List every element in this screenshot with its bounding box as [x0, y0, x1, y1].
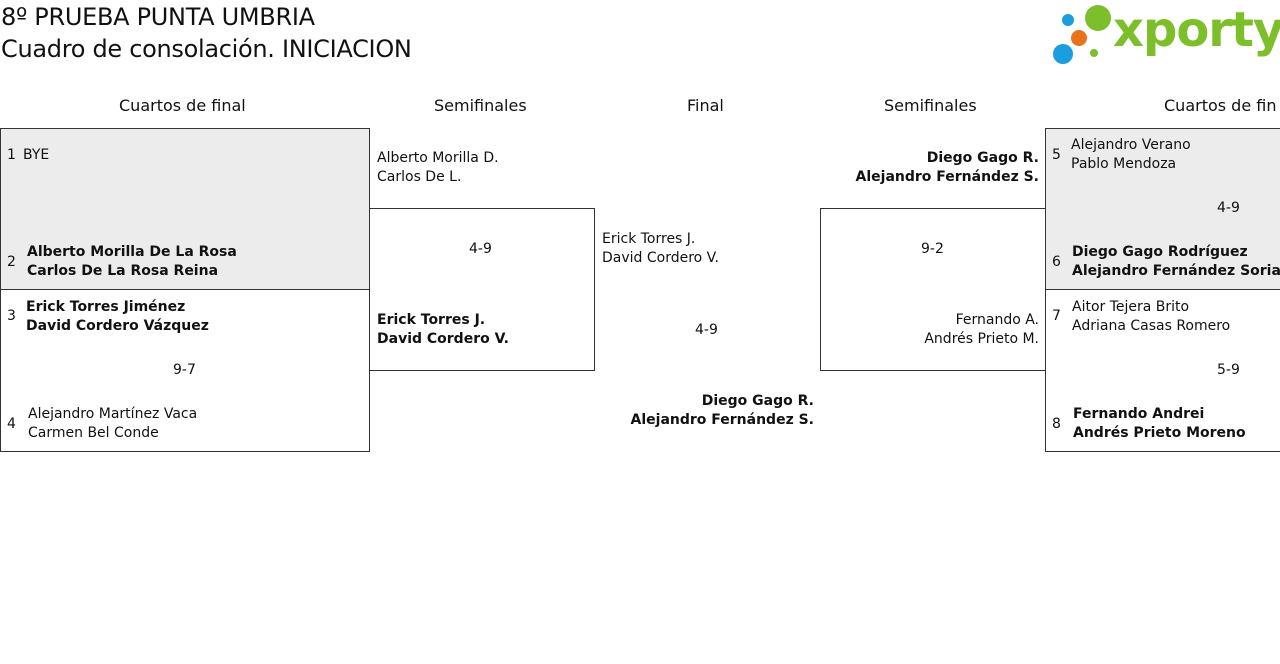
match-score: 9-7 [173, 362, 196, 378]
player-name: Pablo Mendoza [1071, 156, 1177, 172]
match-score: 9-2 [921, 241, 944, 257]
player-name: BYE [23, 147, 50, 163]
team-entry-winner: Fernando Andrei Andrés Prieto Moreno [1073, 405, 1246, 443]
player-name: Diego Gago R. [701, 393, 814, 409]
player-name: Diego Gago Rodríguez [1072, 244, 1248, 260]
heading-final: Final [687, 96, 724, 115]
xporty-logo-text: xporty [1113, 2, 1280, 58]
player-name: David Cordero V. [377, 331, 509, 347]
player-name: Carlos De La Rosa Reina [27, 263, 219, 279]
seed-number: 4 [7, 416, 16, 432]
player-name: Erick Torres J. [377, 312, 486, 328]
team-entry-winner: Erick Torres Jiménez David Cordero Vázqu… [26, 298, 209, 336]
player-name: Erick Torres J. [602, 231, 696, 247]
champion-team: Diego Gago R. Alejandro Fernández S. [620, 392, 814, 430]
player-name: David Cordero Vázquez [26, 318, 209, 334]
heading-left-quarterfinals: Cuartos de final [119, 96, 246, 115]
team-entry: Alberto Morilla D. Carlos De L. [377, 149, 499, 187]
seed-number: 1 [7, 147, 16, 163]
player-name: Fernando Andrei [1073, 406, 1205, 422]
player-name: Andrés Prieto M. [924, 331, 1039, 347]
seed-number: 6 [1052, 254, 1061, 270]
team-entry: Alejandro Martínez Vaca Carmen Bel Conde [28, 405, 197, 443]
player-name: Alejandro Verano [1071, 137, 1191, 153]
player-name: Carmen Bel Conde [28, 425, 159, 441]
player-name: Fernando A. [955, 312, 1039, 328]
team-entry-winner: Diego Gago Rodríguez Alejandro Fernández… [1072, 243, 1280, 281]
match-score: 5-9 [1217, 362, 1240, 378]
team-entry-winner: Erick Torres J. David Cordero V. [377, 311, 509, 349]
team-entry: Fernando A. Andrés Prieto M. [820, 311, 1039, 349]
player-name: Alberto Morilla D. [377, 150, 499, 166]
left-qf-match-1 [0, 128, 370, 290]
player-name: Alejandro Fernández S. [630, 412, 814, 428]
player-name: Diego Gago R. [926, 150, 1039, 166]
player-name: David Cordero V. [602, 250, 719, 266]
player-name: Carlos De L. [377, 169, 462, 185]
xporty-logo-icon [1053, 5, 1111, 64]
team-entry-winner: Alberto Morilla De La Rosa Carlos De La … [27, 243, 237, 281]
seed-number: 3 [7, 308, 16, 324]
player-name: Adriana Casas Romero [1072, 318, 1231, 334]
player-name: Alejandro Fernández Soria [1072, 263, 1280, 279]
team-entry: Alejandro Verano Pablo Mendoza [1071, 136, 1191, 174]
match-score: 4-9 [469, 241, 492, 257]
tournament-title: 8º PRUEBA PUNTA UMBRIA [1, 3, 315, 31]
player-name: Alejandro Martínez Vaca [28, 406, 198, 422]
right-sf-match [820, 208, 1046, 371]
seed-number: 7 [1052, 308, 1061, 324]
seed-number: 8 [1052, 416, 1061, 432]
right-qf-match-1 [1045, 128, 1280, 290]
draw-subtitle: Cuadro de consolación. INICIACION [1, 35, 412, 63]
player-name: Aitor Tejera Brito [1072, 299, 1190, 315]
heading-right-quarterfinals: Cuartos de fin [1164, 96, 1277, 115]
player-name: Alejandro Fernández S. [855, 169, 1039, 185]
seed-number: 5 [1052, 147, 1061, 163]
team-entry: Aitor Tejera Brito Adriana Casas Romero [1072, 298, 1230, 336]
left-sf-match [369, 208, 595, 371]
player-name: Andrés Prieto Moreno [1073, 425, 1246, 441]
match-score: 4-9 [1217, 200, 1240, 216]
player-name: Erick Torres Jiménez [26, 299, 186, 315]
heading-left-semifinals: Semifinales [434, 96, 527, 115]
team-entry-winner: Diego Gago R. Alejandro Fernández S. [820, 149, 1039, 187]
player-name: Alberto Morilla De La Rosa [27, 244, 237, 260]
team-entry: BYE [23, 146, 49, 165]
seed-number: 2 [7, 254, 16, 270]
heading-right-semifinals: Semifinales [884, 96, 977, 115]
team-entry: Erick Torres J. David Cordero V. [602, 230, 719, 268]
right-qf-match-2 [1045, 289, 1280, 452]
final-score: 4-9 [695, 322, 718, 338]
